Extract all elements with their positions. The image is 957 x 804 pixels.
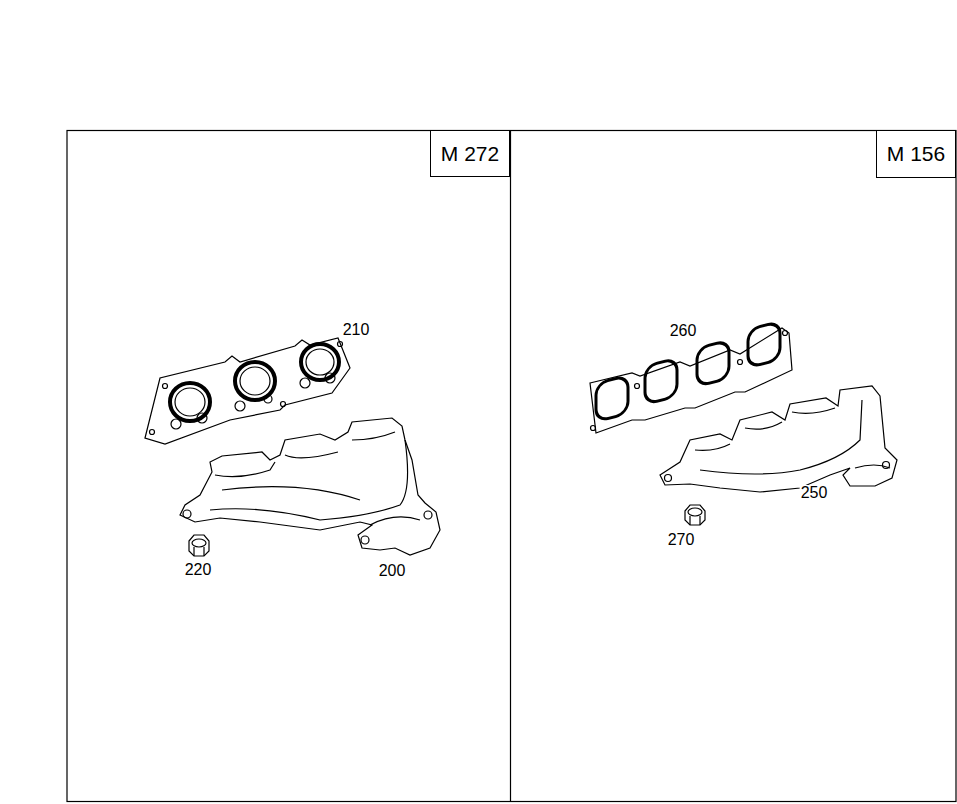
exhaust-manifold-250 (660, 386, 897, 492)
callout-number: 250 (800, 485, 829, 501)
callout-number: 220 (184, 562, 213, 578)
callout-number: 200 (378, 563, 407, 579)
frame (67, 131, 956, 802)
nut-220 (189, 535, 209, 556)
engine-header-box: M 272 (430, 130, 510, 177)
nut-270 (685, 505, 705, 525)
callout-number: 260 (669, 323, 698, 339)
callout-number: 210 (342, 322, 371, 338)
divider (510, 130, 511, 802)
gasket-210 (145, 338, 350, 444)
engine-header-box: M 156 (876, 130, 956, 178)
callout-number: 270 (667, 532, 696, 548)
engine-code: M 156 (887, 142, 945, 166)
exhaust-manifold-200 (180, 418, 440, 555)
engine-code: M 272 (441, 142, 499, 166)
